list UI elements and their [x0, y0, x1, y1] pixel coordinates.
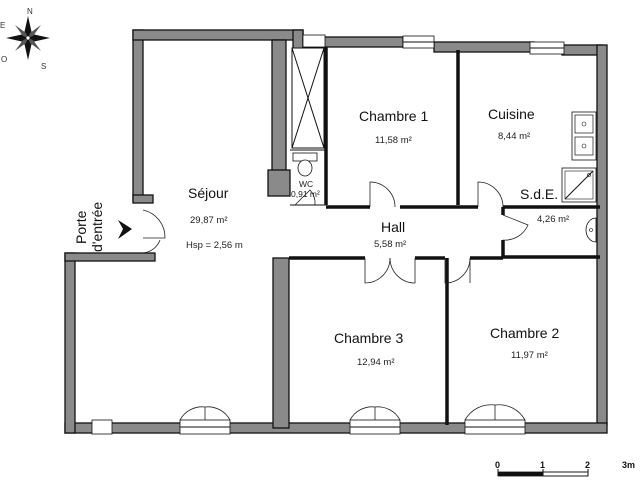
kitchen-sink-icon	[571, 111, 597, 161]
room-area-chambre1: 11,58 m²	[375, 135, 412, 146]
room-area-chambre2: 11,97 m²	[511, 350, 548, 361]
room-name-sde: S.d.E.	[520, 186, 558, 202]
room-name-wc: WC	[299, 179, 313, 189]
scale-tick-3: 3m	[622, 460, 635, 470]
room-name-chambre3: Chambre 3	[334, 330, 403, 346]
toilet-icon	[292, 152, 318, 177]
scale-bar: 0 1 2 3m	[495, 460, 635, 477]
room-area-chambre3: 12,94 m²	[357, 357, 395, 368]
room-name-cuisine: Cuisine	[488, 106, 535, 122]
windows	[91, 34, 565, 435]
compass-rose: N E S O	[0, 7, 50, 71]
compass-north: N	[27, 7, 33, 16]
washbasin-icon	[585, 217, 597, 243]
room-area-wc: 0,91 m²	[291, 189, 320, 199]
service-shaft	[291, 47, 325, 149]
scale-tick-0: 0	[495, 460, 500, 470]
entrance-label-line1: Porte	[73, 210, 89, 244]
entrance-arrow-icon	[118, 220, 132, 239]
scale-tick-2: 2	[585, 460, 590, 470]
room-height-sejour: Hsp = 2,56 m	[186, 240, 243, 251]
room-name-sejour: Séjour	[188, 185, 229, 201]
room-area-sde: 4,26 m²	[537, 214, 569, 225]
interior-walls	[289, 47, 600, 425]
entrance-label-line2: d'entrée	[89, 202, 105, 252]
entrance-label: Porte d'entrée	[73, 202, 105, 252]
room-name-chambre2: Chambre 2	[490, 325, 559, 341]
room-area-cuisine: 8,44 m²	[498, 131, 530, 142]
compass-east: E	[0, 21, 5, 30]
room-area-hall: 5,58 m²	[374, 239, 406, 250]
room-name-chambre1: Chambre 1	[359, 108, 428, 124]
compass-west: O	[1, 55, 7, 64]
doors	[142, 181, 529, 284]
room-area-sejour: 29,87 m²	[190, 215, 228, 226]
scale-tick-1: 1	[540, 460, 545, 470]
compass-south: S	[41, 62, 46, 71]
room-name-hall: Hall	[381, 219, 405, 235]
shower-icon	[561, 167, 597, 203]
exterior-walls	[64, 29, 608, 434]
